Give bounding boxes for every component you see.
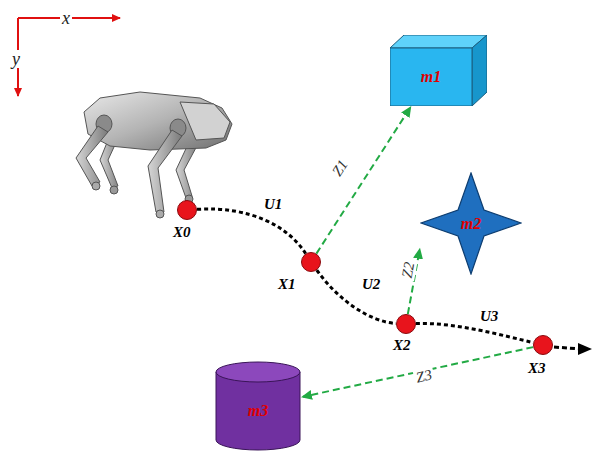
motion-arrowhead [578,343,592,355]
pose-node: X3 [533,335,553,355]
control-label: U3 [478,308,500,324]
motion-path [317,270,396,323]
pose-label: X0 [173,224,191,241]
motion-path [197,209,306,254]
observation-label: Z1 [328,155,352,180]
landmark-label: m3 [215,382,301,440]
robot-dog [76,92,232,218]
landmark-node: m1 [390,35,487,106]
motion-continuation [554,347,580,349]
axis-label: x [60,9,72,27]
observation-arrow [316,108,410,254]
landmark-node: m3 [215,360,301,452]
star-shape [421,173,521,274]
landmark-node: m2 [420,172,522,275]
cube-side [472,35,487,106]
pose-node: X1 [301,252,321,272]
control-label: U1 [262,196,284,212]
pose-label: X2 [393,337,411,354]
cylinder-body [216,372,300,450]
axis-label: y [10,50,22,68]
landmark-label: m2 [420,172,522,275]
pose-label: X3 [528,360,546,377]
cylinder-top [216,362,300,382]
cube-top [390,35,487,48]
pose-node: X2 [396,314,416,334]
observation-label: Z2 [398,259,417,281]
cube-front [390,48,472,106]
control-label: U2 [360,276,382,292]
pose-node: X0 [177,200,197,220]
pose-label: X1 [278,276,296,293]
observation-arrow [303,347,533,397]
motion-path [416,323,533,342]
landmark-label: m1 [390,48,472,106]
observation-label: Z3 [412,366,435,386]
